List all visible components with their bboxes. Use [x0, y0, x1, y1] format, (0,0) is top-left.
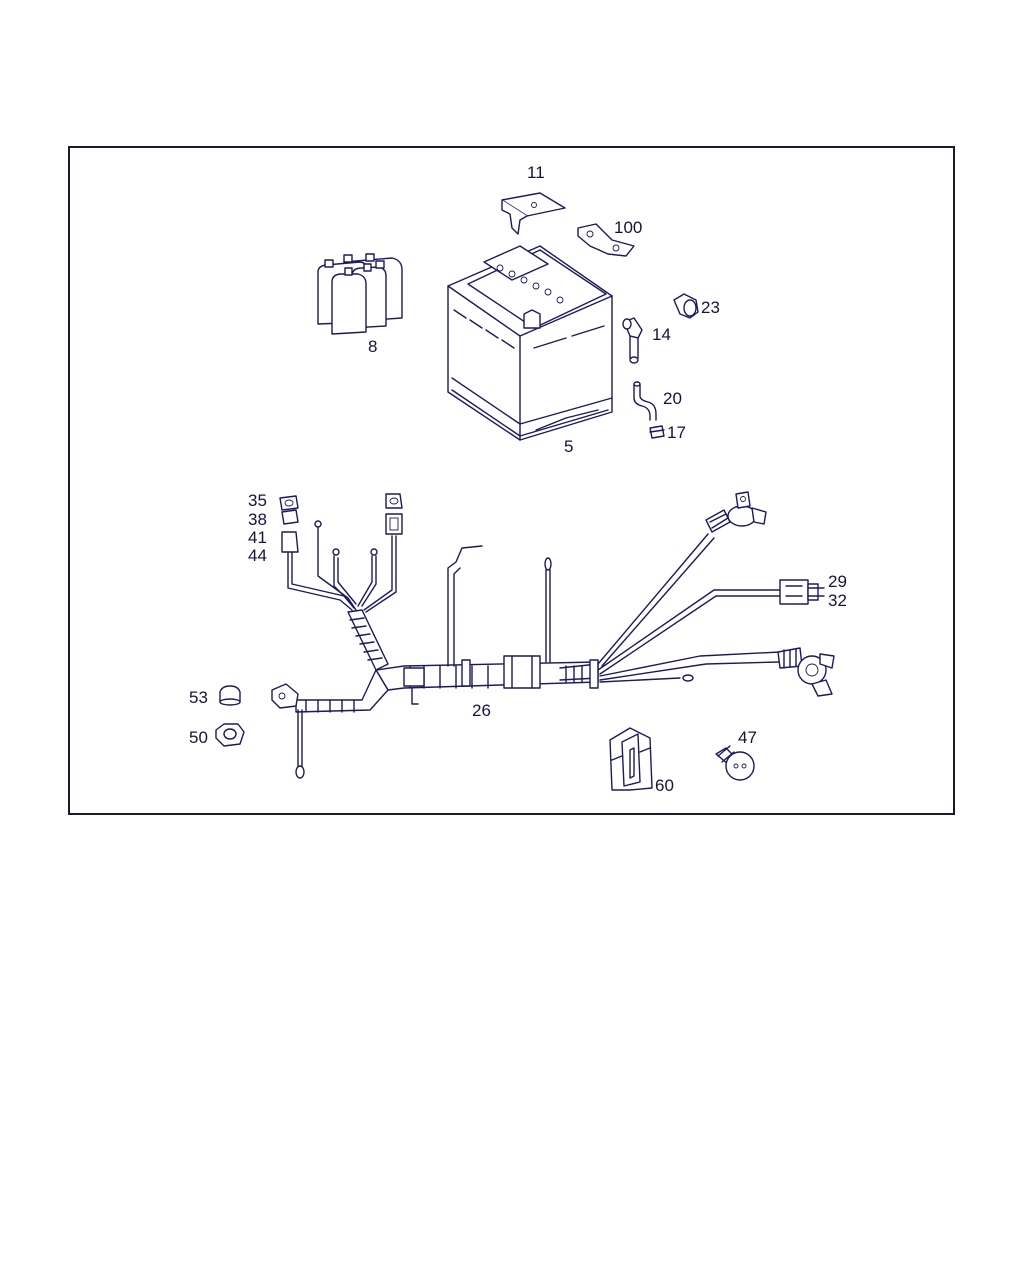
label-14: 14: [652, 325, 671, 344]
label-8: 8: [368, 337, 377, 356]
label-29: 29: [828, 572, 847, 591]
bottles-part-8[interactable]: [317, 253, 403, 335]
label-32: 32: [828, 591, 847, 610]
connector-part-35[interactable]: [279, 495, 299, 511]
bracket-part-11[interactable]: [501, 192, 566, 235]
connector-part-29[interactable]: [779, 579, 825, 605]
label-47: 47: [738, 728, 757, 747]
label-26: 26: [472, 701, 491, 720]
label-35: 35: [248, 491, 267, 510]
battery-part-5[interactable]: [447, 245, 613, 441]
connector-part-top-right[interactable]: [385, 493, 403, 535]
cable-holder-part-60[interactable]: [609, 727, 653, 791]
cap-part-53[interactable]: [219, 685, 241, 706]
label-41: 41: [248, 528, 267, 547]
label-5: 5: [564, 437, 573, 456]
bracket-part-100[interactable]: [577, 223, 635, 257]
grommet-part-17[interactable]: [649, 425, 665, 439]
label-50: 50: [189, 728, 208, 747]
hose-part-20[interactable]: [633, 381, 657, 421]
nut-part-50[interactable]: [215, 723, 245, 747]
label-23: 23: [701, 298, 720, 317]
diagram-frame: [68, 146, 955, 815]
label-11: 11: [527, 163, 545, 182]
wiring-harness-part-26[interactable]: [271, 520, 781, 779]
connector-part-41[interactable]: [281, 509, 299, 553]
plug-part-47[interactable]: [715, 745, 755, 781]
label-53: 53: [189, 688, 208, 707]
label-17: 17: [667, 423, 686, 442]
plug-part-23[interactable]: [673, 293, 699, 319]
elbow-fitting-part-14[interactable]: [622, 317, 643, 364]
label-100: 100: [614, 218, 642, 237]
label-44: 44: [248, 546, 267, 565]
battery-terminal-upper[interactable]: [705, 491, 767, 533]
battery-terminal-lower[interactable]: [777, 647, 835, 697]
label-20: 20: [663, 389, 682, 408]
label-38: 38: [248, 510, 267, 529]
label-60: 60: [655, 776, 674, 795]
